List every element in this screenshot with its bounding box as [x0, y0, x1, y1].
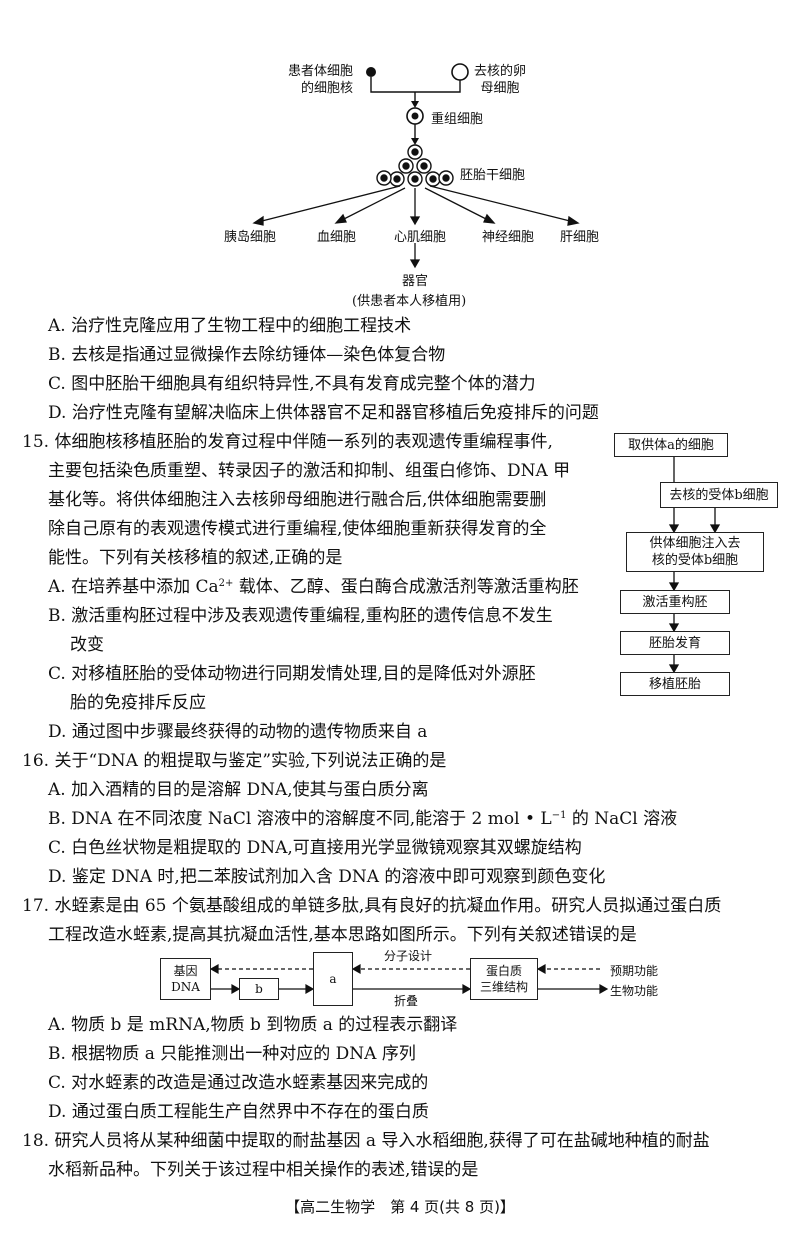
- q16-option-d: D. 鉴定 DNA 时,把二苯胺试剂加入含 DNA 的溶液中即可观察到颜色变化: [48, 867, 606, 887]
- q15-option-d: D. 通过图中步骤最终获得的动物的遗传物质来自 a: [48, 722, 428, 742]
- q18-stem-line1: 18. 研究人员将从某种细菌中提取的耐盐基因 a 导入水稻细胞,获得了可在盐碱地…: [22, 1131, 710, 1151]
- q17-option-d: D. 通过蛋白质工程能生产自然界中不存在的蛋白质: [48, 1102, 429, 1122]
- q15-option-c-line2: 胎的免疫排斥反应: [70, 693, 206, 713]
- q15-stem-line5: 能性。下列有关核移植的叙述,正确的是: [48, 548, 343, 568]
- recombinant-cell-label: 重组细胞: [431, 112, 484, 127]
- q16-option-c: C. 白色丝状物是粗提取的 DNA,可直接用光学显微镜观察其双螺旋结构: [48, 838, 582, 858]
- stem-cell-cluster: [376, 144, 454, 187]
- q16-option-b-superscript: −1: [551, 810, 567, 821]
- cell-type-neuron: 神经细胞: [482, 230, 535, 245]
- q15-stem-line2: 主要包括染色质重塑、转录因子的激活和抑制、组蛋白修饰、DNA 甲: [48, 461, 571, 481]
- q14-option-d: D. 治疗性克隆有望解决临床上供体器官不足和器官移植后免疫排斥的问题: [48, 403, 599, 423]
- flow-transfer-box: 移植胚胎: [620, 672, 730, 696]
- q15-option-a-text-rest: 载体、乙醇、蛋白酶合成激活剂等激活重构胚: [233, 577, 579, 597]
- page-footer: 【高二生物学 第 4 页(共 8 页)】: [285, 1198, 515, 1216]
- molecular-design-label: 分子设计: [384, 949, 433, 963]
- flow-inject-box: 供体细胞注入去 核的受体b细胞: [626, 532, 764, 572]
- nucleus-dot: [366, 67, 376, 77]
- q15-option-a-text: A. 在培养基中添加 Ca: [48, 577, 219, 597]
- egg-cell-label-line2: 母细胞: [480, 81, 520, 96]
- q15-option-a: A. 在培养基中添加 Ca2+ 载体、乙醇、蛋白酶合成激活剂等激活重构胚: [48, 575, 579, 599]
- patient-cell-label-line1: 患者体细胞: [288, 64, 354, 79]
- patient-cell-label-line2: 的细胞核: [301, 81, 354, 96]
- flow-develop-box: 胚胎发育: [620, 631, 730, 655]
- egg-cell-label: 去核的卵 母细胞: [474, 63, 526, 97]
- q16-stem: 16. 关于“DNA 的粗提取与鉴定”实验,下列说法正确的是: [22, 751, 447, 771]
- q14-option-b: B. 去核是指通过显微操作去除纺锤体—染色体复合物: [48, 345, 446, 365]
- q17-stem-line1: 17. 水蛭素是由 65 个氨基酸组成的单链多肽,具有良好的抗凝血作用。研究人员…: [22, 896, 722, 916]
- flow-activate-box: 激活重构胚: [620, 590, 730, 614]
- q15-stem-line1: 15. 体细胞核移植胚胎的发育过程中伴随一系列的表观遗传重编程事件,: [22, 432, 553, 452]
- q15-option-b-line1: B. 激活重构胚过程中涉及表观遗传重编程,重构胚的遗传信息不发生: [48, 606, 553, 626]
- q15-stem-line4: 除自己原有的表观遗传模式进行重编程,使体细胞重新获得发育的全: [48, 519, 547, 539]
- q16-option-a: A. 加入酒精的目的是溶解 DNA,使其与蛋白质分离: [48, 780, 429, 800]
- stem-cells-label: 胚胎干细胞: [460, 168, 526, 183]
- flow-inject-line2: 核的受体b细胞: [651, 553, 739, 568]
- q17-stem-line2: 工程改造水蛭素,提高其抗凝血活性,基本思路如图所示。下列有关叙述错误的是: [48, 925, 637, 945]
- q15-option-b-line2: 改变: [70, 635, 104, 655]
- bio-function-label: 生物功能: [610, 984, 659, 998]
- q16-option-b: B. DNA 在不同浓度 NaCl 溶液中的溶解度不同,能溶于 2 mol • …: [48, 807, 677, 831]
- organ-note-label: (供患者本人移植用): [352, 294, 467, 309]
- egg-cell-label-line1: 去核的卵: [474, 64, 527, 79]
- q18-stem-line2: 水稻新品种。下列关于该过程中相关操作的表述,错误的是: [48, 1160, 479, 1180]
- protein-structure-box: 蛋白质 三维结构: [470, 958, 538, 1000]
- cell-type-islet: 胰岛细胞: [224, 230, 277, 245]
- q16-option-b-text-rest: 的 NaCl 溶液: [566, 809, 678, 829]
- gene-dna-line1: 基因: [173, 964, 198, 978]
- q17-option-c: C. 对水蛭素的改造是通过改造水蛭素基因来完成的: [48, 1073, 429, 1093]
- q15-option-a-superscript: 2+: [218, 578, 234, 589]
- protein-structure-line1: 蛋白质: [485, 964, 522, 978]
- protein-structure-line2: 三维结构: [479, 980, 528, 994]
- substance-b-box: b: [239, 978, 279, 1000]
- q14-option-c: C. 图中胚胎干细胞具有组织特异性,不具有发育成完整个体的潜力: [48, 374, 536, 394]
- q17-option-b: B. 根据物质 a 只能推测出一种对应的 DNA 序列: [48, 1044, 416, 1064]
- gene-dna-box: 基因 DNA: [160, 958, 211, 1000]
- cell-type-blood: 血细胞: [317, 230, 357, 245]
- flow-recipient-box: 去核的受体b细胞: [660, 482, 778, 508]
- cell-type-cardiac: 心肌细胞: [394, 230, 447, 245]
- q15-option-c-line1: C. 对移植胚胎的受体动物进行同期发情处理,目的是降低对外源胚: [48, 664, 536, 684]
- substance-a-box: a: [313, 952, 353, 1006]
- patient-cell-label: 患者体细胞 的细胞核: [288, 63, 353, 97]
- expected-function-label: 预期功能: [610, 964, 659, 978]
- organ-label: 器官: [402, 274, 429, 289]
- q17-option-a: A. 物质 b 是 mRNA,物质 b 到物质 a 的过程表示翻译: [48, 1015, 458, 1035]
- cell-type-liver: 肝细胞: [560, 230, 600, 245]
- q15-stem-line3: 基化等。将供体细胞注入去核卵母细胞进行融合后,供体细胞需要删: [48, 490, 547, 510]
- q16-option-b-text: B. DNA 在不同浓度 NaCl 溶液中的溶解度不同,能溶于 2 mol • …: [48, 809, 552, 829]
- q14-option-a: A. 治疗性克隆应用了生物工程中的细胞工程技术: [48, 316, 412, 336]
- flow-donor-box: 取供体a的细胞: [614, 433, 728, 457]
- flow-inject-line1: 供体细胞注入去: [649, 536, 741, 551]
- folding-label: 折叠: [394, 994, 419, 1008]
- gene-dna-line2: DNA: [171, 980, 200, 994]
